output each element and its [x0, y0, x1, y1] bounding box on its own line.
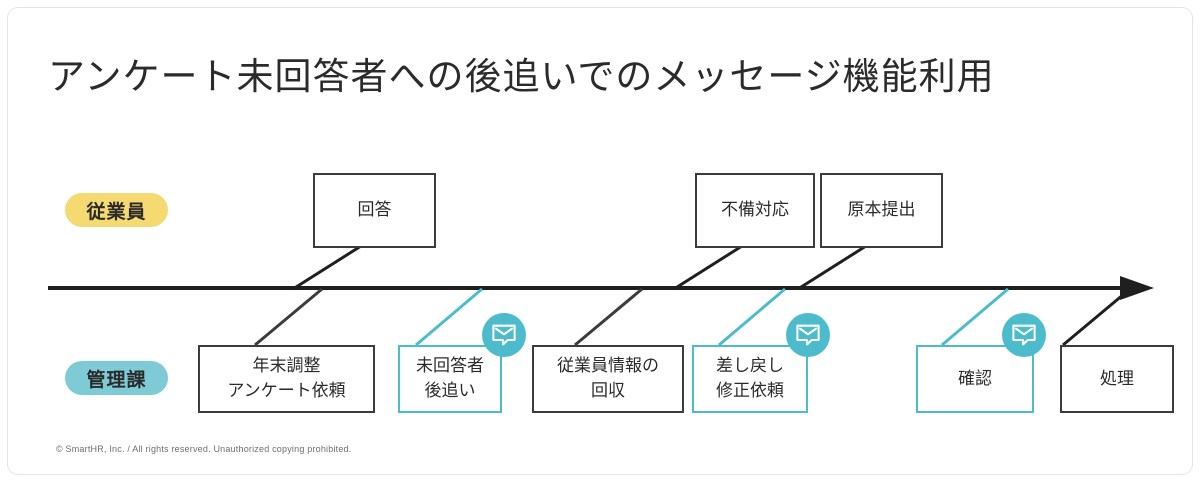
message-icon: [1012, 324, 1036, 346]
connector-confirm: [941, 287, 1009, 347]
connector-process: [1062, 287, 1131, 347]
slide-page: アンケート未回答者への後追いでのメッセージ機能利用 従業員 管理課: [8, 8, 1192, 474]
lane-badge-admin: 管理課: [65, 361, 168, 395]
node-answer[interactable]: 回答: [313, 173, 436, 248]
timeline-axis: [48, 276, 1154, 300]
connector-defect: [673, 244, 743, 291]
node-survey-request[interactable]: 年末調整 アンケート依頼: [198, 345, 375, 413]
lane-label-admin: 管理課: [86, 369, 147, 391]
connector-send-back: [718, 287, 786, 347]
node-label-defect: 不備対応: [721, 200, 789, 220]
connector-original: [797, 244, 867, 291]
node-collect-info[interactable]: 従業員情報の 回収: [532, 345, 684, 413]
message-badge-confirm[interactable]: [1002, 313, 1046, 357]
message-icon: [492, 324, 516, 346]
connector-survey-request: [254, 287, 323, 347]
connector-answer: [292, 244, 362, 291]
connector-collect-info: [574, 287, 643, 347]
node-label-send-back: 差し戻し 修正依頼: [716, 356, 784, 400]
node-original[interactable]: 原本提出: [820, 173, 943, 248]
node-label-collect-info: 従業員情報の 回収: [557, 356, 659, 400]
copyright-footer: © SmartHR, Inc. / All rights reserved. U…: [56, 444, 352, 454]
node-confirm[interactable]: 確認: [916, 345, 1034, 413]
node-label-answer: 回答: [357, 200, 392, 220]
node-follow-up[interactable]: 未回答者 後追い: [398, 345, 502, 413]
node-send-back[interactable]: 差し戻し 修正依頼: [692, 345, 808, 413]
node-process[interactable]: 処理: [1060, 345, 1174, 413]
lane-badge-employee: 従業員: [65, 193, 168, 227]
message-icon: [796, 324, 820, 346]
message-badge-follow-up[interactable]: [482, 313, 526, 357]
page-title: アンケート未回答者への後追いでのメッセージ機能利用: [48, 56, 995, 97]
node-label-survey-request: 年末調整 アンケート依頼: [227, 356, 346, 400]
node-label-follow-up: 未回答者 後追い: [416, 356, 484, 400]
node-label-original: 原本提出: [847, 200, 916, 220]
lane-label-employee: 従業員: [86, 201, 147, 223]
node-label-confirm: 確認: [958, 368, 992, 388]
node-defect[interactable]: 不備対応: [695, 173, 815, 248]
message-badge-send-back[interactable]: [786, 313, 830, 357]
node-label-process: 処理: [1100, 368, 1134, 388]
timeline-diagram: [48, 244, 1154, 347]
connector-follow-up: [415, 287, 483, 347]
